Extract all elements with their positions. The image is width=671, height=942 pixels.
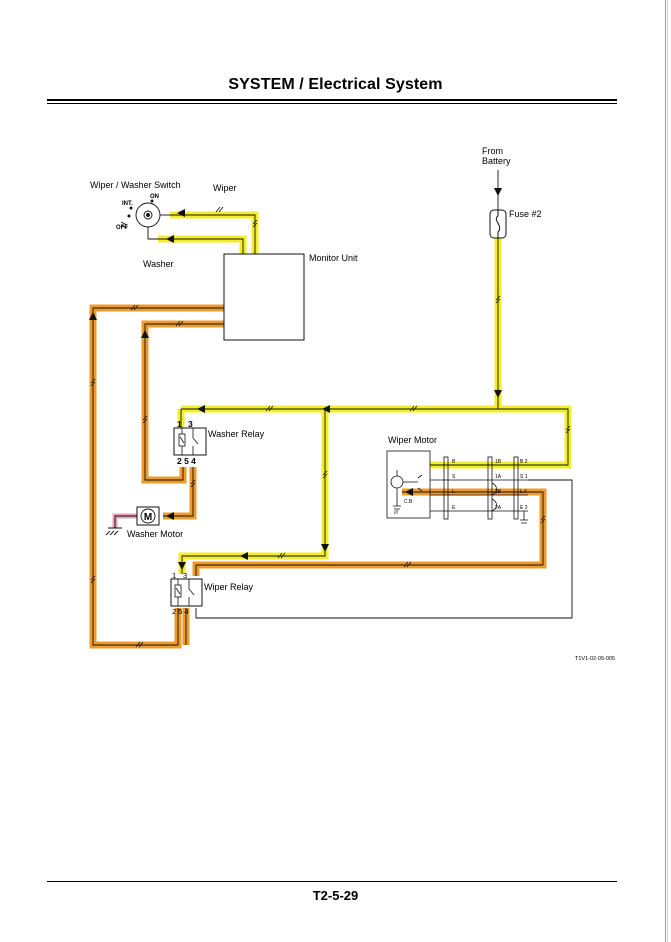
wiper-relay-terminals-top-1: 1 <box>172 571 176 580</box>
header-rule <box>47 99 617 101</box>
footer-rule <box>47 881 617 882</box>
page-edge <box>665 0 666 942</box>
figure-id: T1V1-02-05-005 <box>575 656 615 662</box>
wiper-motor-label: Wiper Motor <box>388 435 437 445</box>
switch-label: Wiper / Washer Switch <box>90 180 181 190</box>
cam-label-2b: 2B <box>495 489 502 495</box>
washer-motor-ground-icon <box>105 527 122 536</box>
from-label: From <box>482 146 503 156</box>
harness-slash-marks <box>90 206 571 648</box>
wiper-motor-terminal-e: E <box>452 505 456 511</box>
wiper-relay-terminals-bottom: 2 5 4 <box>172 607 189 616</box>
pink-ground-harness <box>112 513 137 528</box>
washer-relay-terminals-top-3: 3 <box>188 419 193 429</box>
cam-label-2a: 2A <box>495 505 502 511</box>
wiper-motor-terminal-s: S <box>452 474 456 480</box>
harness-label-e3: E 3 <box>520 505 528 511</box>
wiper-relay-label: Wiper Relay <box>204 582 254 592</box>
washer-label: Washer <box>143 259 174 269</box>
washer-relay-label: Washer Relay <box>208 429 265 439</box>
washer-motor-label: Washer Motor <box>127 529 183 539</box>
yellow-signal-harness <box>158 211 572 574</box>
circuit-breaker-label: C.B <box>404 499 413 505</box>
monitor-unit-box <box>223 253 305 341</box>
wiper-relay-terminals-top-3: 3 <box>183 571 187 580</box>
cam-label-1b: 1B <box>495 459 502 465</box>
header-rule-thin <box>47 103 617 104</box>
fuse-label: Fuse #2 <box>509 209 542 219</box>
washer-motor-symbol <box>136 506 160 526</box>
page-title: SYSTEM / Electrical System <box>228 76 443 93</box>
wiper-motor-assembly <box>386 450 528 524</box>
washer-relay-terminals-top-1: 1 <box>177 419 182 429</box>
orange-battery-harness <box>89 304 547 649</box>
harness-label-l4: L 4 <box>520 489 527 495</box>
switch-int-text: INT. <box>122 201 133 207</box>
wiper-relay-symbol <box>170 578 203 607</box>
page-edge-shadow <box>667 0 668 942</box>
harness-label-s1: S 1 <box>520 474 528 480</box>
motor-ground-label: /// <box>394 510 399 516</box>
washer-relay-terminals-bottom: 2 5 4 <box>177 456 196 466</box>
wiper-washer-switch-icon <box>120 199 170 240</box>
battery-label: Battery <box>482 156 511 166</box>
cam-label-1a: 1A <box>495 474 502 480</box>
page-number: T2-5-29 <box>312 888 359 903</box>
wiper-motor-terminal-l: L <box>452 489 455 495</box>
harness-label-b2: B 2 <box>520 459 528 465</box>
wiper-motor-terminal-b: B <box>452 459 456 465</box>
wiper-label: Wiper <box>213 183 237 193</box>
washer-motor-m: M <box>144 512 152 523</box>
washer-relay-symbol <box>173 427 207 456</box>
fuse-symbol <box>489 209 507 239</box>
switch-off-text: OFF <box>116 225 128 231</box>
monitor-label: Monitor Unit <box>309 253 358 263</box>
flow-arrows <box>89 188 502 570</box>
switch-on-text: ON <box>150 194 159 200</box>
